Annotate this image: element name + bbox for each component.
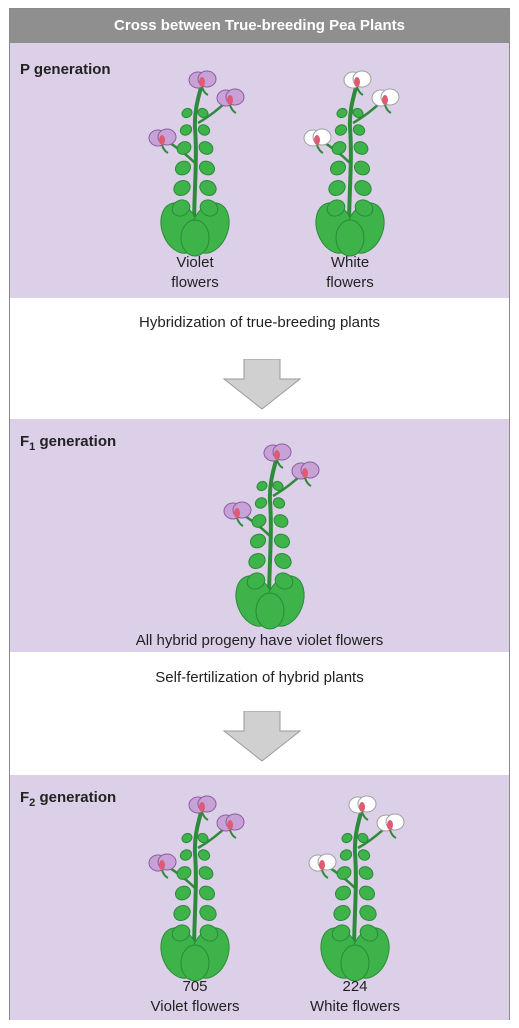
leaf <box>352 178 374 199</box>
pea-flower <box>292 462 319 486</box>
pea-flower <box>217 814 244 838</box>
pea-flower <box>189 796 216 820</box>
leaf <box>248 531 268 550</box>
pea-flower <box>304 129 331 153</box>
f2-label-rest: generation <box>35 789 116 806</box>
leaf <box>255 480 268 493</box>
leaf <box>180 107 193 120</box>
pea-flower <box>264 444 291 468</box>
leaf <box>272 512 290 530</box>
white-pea-plant <box>295 68 405 253</box>
leaf <box>272 531 292 550</box>
f2-white-label: White flowers <box>295 997 415 1017</box>
leaf <box>173 883 193 902</box>
pea-flower <box>189 71 216 95</box>
f1-caption: All hybrid progeny have violet flowers <box>10 631 509 651</box>
pea-flower <box>149 129 176 153</box>
pea-flower <box>377 814 404 838</box>
f2-white-count: 224 <box>295 977 415 997</box>
leaf <box>331 903 353 924</box>
leaf <box>197 158 217 177</box>
leaf <box>181 945 209 981</box>
leaf <box>326 178 348 199</box>
leaf <box>256 593 284 629</box>
leaf <box>180 832 193 845</box>
leaf <box>178 123 193 137</box>
violet-pea-plant <box>140 68 250 253</box>
leaf <box>356 848 371 862</box>
pea-flower <box>217 89 244 113</box>
leaf <box>197 864 215 882</box>
f2-violet-label: Violet flowers <box>135 997 255 1017</box>
leaf <box>171 178 193 199</box>
leaf <box>352 139 370 157</box>
pea-flower <box>344 71 371 95</box>
leaf <box>336 220 364 256</box>
leaf <box>340 832 353 845</box>
leaf <box>338 848 353 862</box>
leaf <box>357 903 379 924</box>
leaf <box>197 903 219 924</box>
pea-flower <box>372 89 399 113</box>
f2-white-caption: 224 White flowers <box>295 977 415 1017</box>
f1-violet-pea-plant <box>215 441 325 626</box>
leaf <box>271 496 286 510</box>
p-violet-caption-line2: flowers <box>150 273 240 293</box>
leaf <box>330 139 348 157</box>
hybridization-step: Hybridization of true-breeding plants <box>10 314 509 331</box>
f1-generation-panel: F1 generation All hybrid progeny have vi… <box>10 419 509 652</box>
leaf <box>181 220 209 256</box>
f1-label-rest: generation <box>35 433 116 450</box>
pea-flower <box>349 796 376 820</box>
f2-generation-panel: F2 generation 705 Violet flowers 224 Whi… <box>10 775 509 1020</box>
leaf <box>351 123 366 137</box>
leaf <box>178 848 193 862</box>
leaf <box>253 496 268 510</box>
leaf <box>197 883 217 902</box>
p-violet-caption-line1: Violet <box>150 253 240 273</box>
p-white-caption-line2: flowers <box>305 273 395 293</box>
diagram-title: Cross between True-breeding Pea Plants <box>10 9 509 43</box>
pea-flower <box>149 854 176 878</box>
leaf <box>357 864 375 882</box>
f2-white-pea-plant <box>300 793 410 978</box>
leaf <box>246 551 268 572</box>
pea-flower <box>224 502 251 526</box>
p-white-caption: White flowers <box>305 253 395 293</box>
diagram-frame: Cross between True-breeding Pea Plants P… <box>9 8 510 1020</box>
leaf <box>272 551 294 572</box>
leaf <box>333 123 348 137</box>
leaf <box>250 512 268 530</box>
leaf <box>175 864 193 882</box>
p-white-caption-line1: White <box>305 253 395 273</box>
f1-generation-label: F1 generation <box>20 433 116 453</box>
f2-generation-label: F2 generation <box>20 789 116 809</box>
pea-flower <box>309 854 336 878</box>
leaf <box>357 883 377 902</box>
f2-violet-caption: 705 Violet flowers <box>135 977 255 1017</box>
leaf <box>197 139 215 157</box>
f2-violet-pea-plant <box>140 793 250 978</box>
leaf <box>175 139 193 157</box>
leaf <box>341 945 369 981</box>
leaf <box>197 178 219 199</box>
leaf <box>335 864 353 882</box>
leaf <box>328 158 348 177</box>
down-arrow-icon <box>222 711 302 763</box>
f1-label-main: F <box>20 433 29 450</box>
self-fertilization-step: Self-fertilization of hybrid plants <box>10 669 509 686</box>
leaf <box>171 903 193 924</box>
leaf <box>173 158 193 177</box>
f2-label-main: F <box>20 789 29 806</box>
leaf <box>352 158 372 177</box>
p-generation-panel: P generation Violet flowers White flower… <box>10 43 509 298</box>
leaf <box>196 123 211 137</box>
leaf <box>333 883 353 902</box>
f2-violet-count: 705 <box>135 977 255 997</box>
down-arrow-icon <box>222 359 302 411</box>
p-generation-label: P generation <box>20 61 111 78</box>
p-violet-caption: Violet flowers <box>150 253 240 293</box>
leaf <box>196 848 211 862</box>
leaf <box>335 107 348 120</box>
